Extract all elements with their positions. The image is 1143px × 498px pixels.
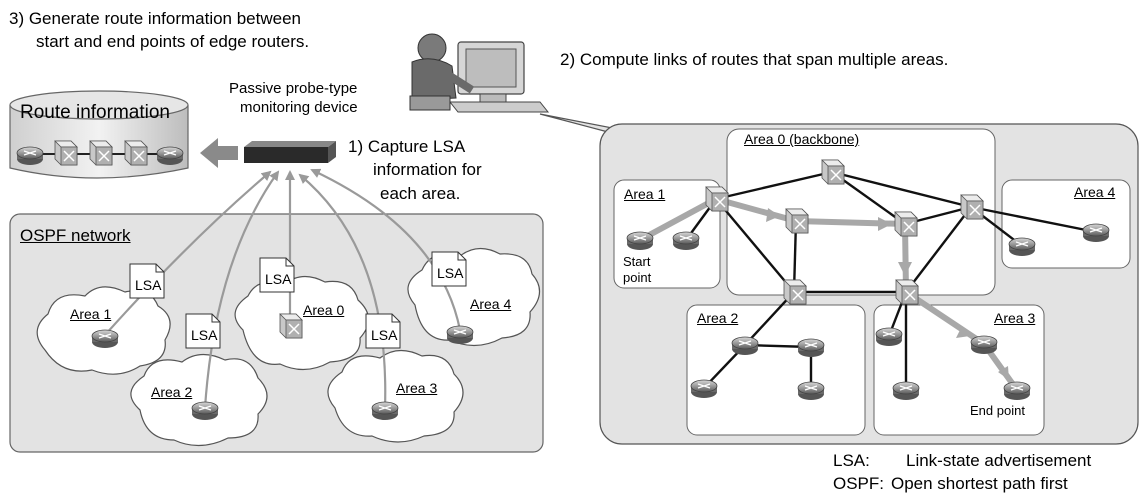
lsa-label-area4: LSA <box>437 265 464 281</box>
step1-line1: 1) Capture LSA <box>348 137 466 156</box>
lsa-label-area1: LSA <box>135 277 162 293</box>
start-point-line1: Start <box>623 254 651 269</box>
step2-label: 2) Compute links of routes that span mul… <box>560 50 949 69</box>
ospf-area0-label: Area 0 <box>303 302 345 318</box>
legend-lsa-def: Link-state advertisement <box>906 451 1092 470</box>
step3-line1: 3) Generate route information between <box>9 9 302 28</box>
route-information-title: Route information <box>20 102 170 123</box>
probe-device-icon <box>244 141 336 163</box>
step3-line2: start and end points of edge routers. <box>36 32 310 51</box>
export-arrow-icon <box>200 138 238 168</box>
route-database-icon <box>9 90 189 179</box>
detail-area4-label: Area 4 <box>1074 184 1116 200</box>
step1-line2: information for <box>373 160 482 179</box>
legend-ospf-abbr: OSPF: <box>833 474 885 493</box>
lsa-label-area2: LSA <box>191 327 218 343</box>
lsa-label-area3: LSA <box>371 327 398 343</box>
probe-label-line1: Passive probe-type <box>229 80 358 97</box>
ospf-area2-label: Area 2 <box>151 384 193 400</box>
legend-ospf-def: Open shortest path first <box>891 474 1068 493</box>
ospf-network-title: OSPF network <box>20 226 131 245</box>
detail-panel <box>599 123 1139 445</box>
detail-area3-label: Area 3 <box>994 310 1036 326</box>
ospf-area1-label: Area 1 <box>70 306 112 322</box>
start-point-line2: point <box>623 270 652 285</box>
probe-label-line2: monitoring device <box>240 99 358 116</box>
detail-area1-label: Area 1 <box>624 186 666 202</box>
step1-line3: each area. <box>380 184 461 203</box>
lsa-label-area0: LSA <box>265 271 292 287</box>
route-arrowheads <box>766 208 1009 380</box>
end-point-label: End point <box>970 403 1025 418</box>
operator-computer-icon <box>409 33 550 113</box>
legend-lsa-abbr: LSA: <box>833 451 870 470</box>
detail-area2-label: Area 2 <box>697 310 739 326</box>
ospf-area4-label: Area 4 <box>470 296 512 312</box>
ospf-area3-label: Area 3 <box>396 380 438 396</box>
capture-arrows <box>104 168 462 409</box>
detail-area0-label: Area 0 (backbone) <box>744 131 860 147</box>
